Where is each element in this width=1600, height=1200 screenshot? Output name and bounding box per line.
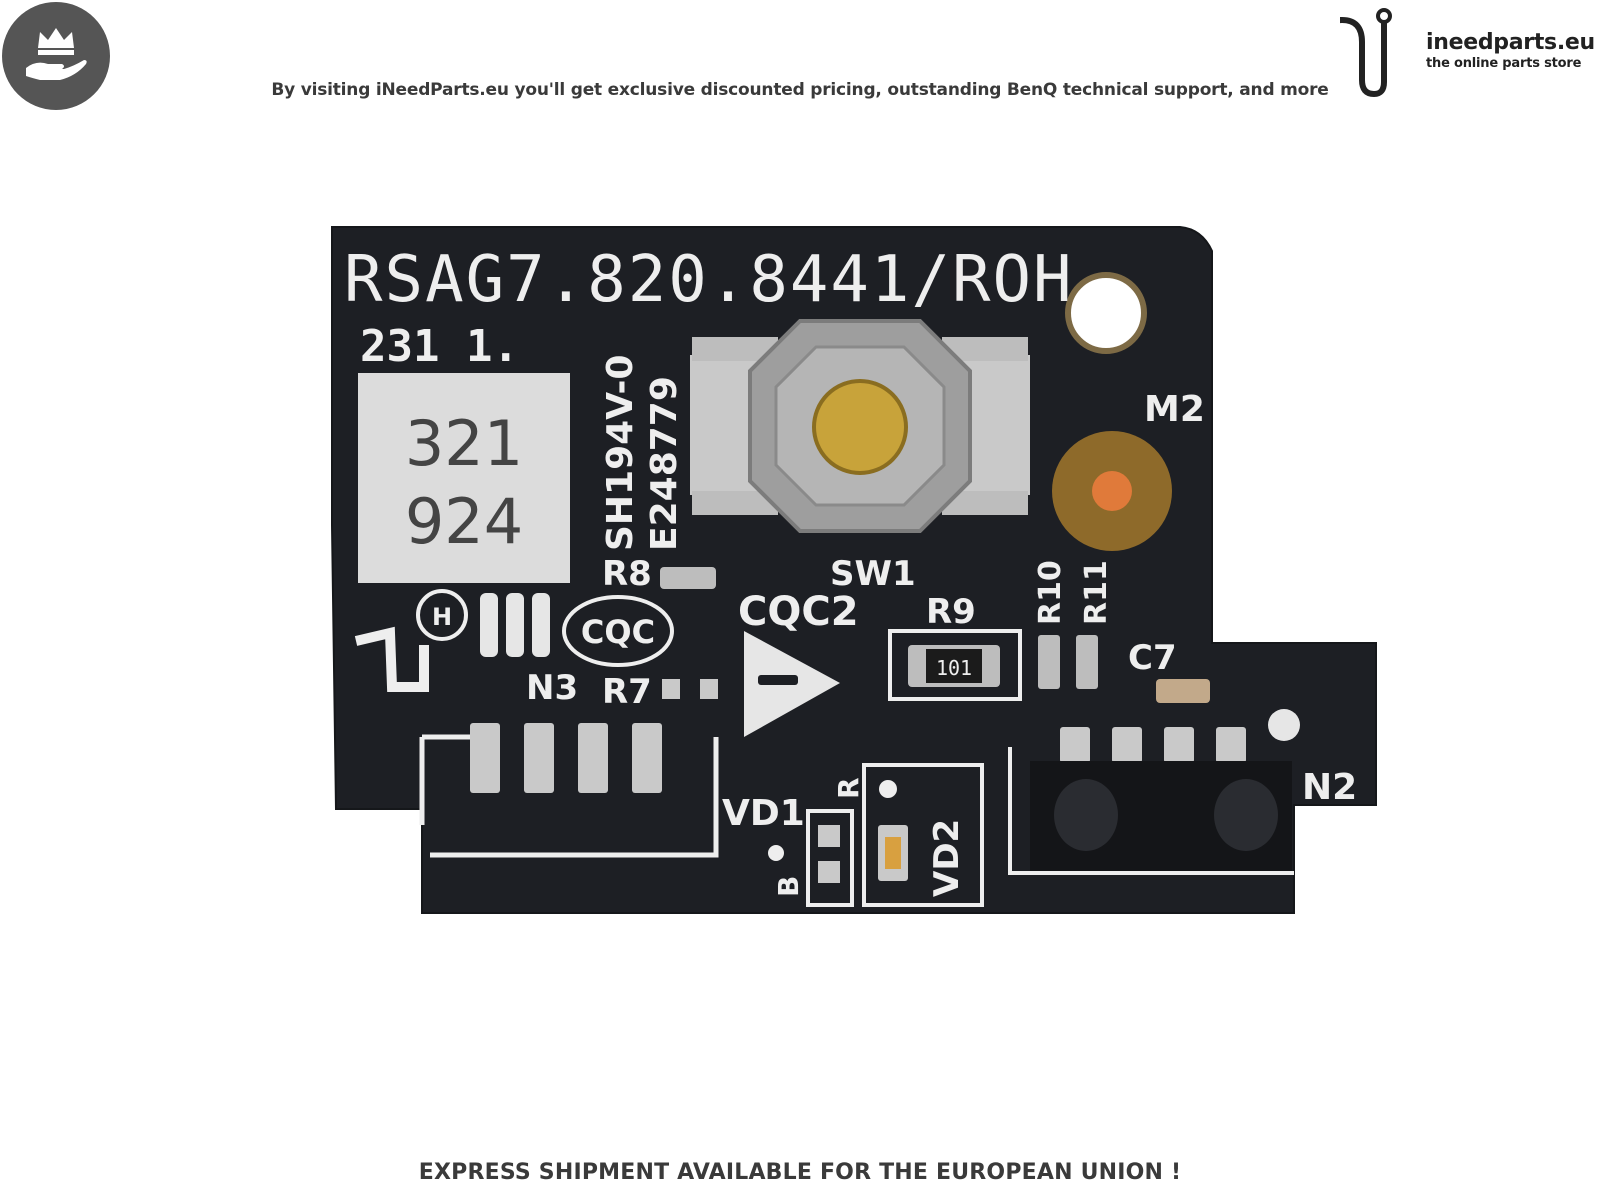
ir-lens-2	[1214, 779, 1278, 851]
footer-shipping-notice: EXPRESS SHIPMENT AVAILABLE FOR THE EUROP…	[418, 1160, 1182, 1185]
label-line1: 321	[405, 407, 523, 480]
resistor-r11	[1076, 635, 1098, 689]
code-top: 231 1.	[360, 321, 519, 372]
pcb-board: RSAG7.820.8441/ROH 231 1. 321 924 SH194V…	[331, 226, 1377, 914]
polarity-dot-2	[879, 780, 897, 798]
button-cap	[812, 379, 908, 475]
label-vd1: VD1	[722, 793, 805, 834]
label-vd2: VD2	[927, 819, 967, 897]
n2-pin-2	[1112, 727, 1142, 763]
n2-outline	[1008, 747, 1294, 875]
circuit-n-icon	[1340, 8, 1392, 98]
label-m2: M2	[1144, 389, 1205, 430]
vd1-outline	[806, 809, 854, 907]
label-n2: N2	[1302, 767, 1357, 808]
n3-pad-1	[470, 723, 500, 793]
cqc-logo	[562, 595, 674, 667]
n2-marker	[1268, 709, 1300, 741]
n2-pin-1	[1060, 727, 1090, 763]
m2-center	[1092, 471, 1132, 511]
label-r11: R11	[1079, 560, 1114, 625]
n3-pad-4	[632, 723, 662, 793]
n2-pin-3	[1164, 727, 1194, 763]
r9-outline	[888, 629, 1022, 701]
label-r9: R9	[926, 592, 976, 632]
n2-pin-4	[1216, 727, 1246, 763]
vertical-code-2: E248779	[644, 376, 685, 551]
vd1-pad-1	[818, 825, 840, 847]
resistor-marking: 101	[936, 656, 972, 680]
capacitor-c7	[1156, 679, 1210, 703]
mounting-hole	[1065, 272, 1147, 354]
vd1-pad-2	[818, 861, 840, 883]
resistor-r10	[1038, 635, 1060, 689]
recycle-mark	[480, 593, 498, 657]
label-c7: C7	[1128, 638, 1177, 678]
label-r: R	[832, 777, 865, 799]
crown-hand-icon	[26, 28, 87, 80]
header-tagline: By visiting iNeedParts.eu you'll get exc…	[271, 80, 1329, 100]
ineedparts-logo[interactable]: ineedparts.eu the online parts store	[1340, 2, 1598, 106]
logo-name: ineedparts.eu	[1426, 30, 1595, 55]
ul-mark	[354, 626, 429, 692]
label-cqc: CQC	[581, 613, 655, 651]
label-sw1: SW1	[830, 554, 916, 594]
crown-badge	[2, 2, 110, 110]
label-r10: R10	[1033, 560, 1068, 625]
label-sticker	[358, 373, 570, 583]
resistor-r8	[660, 567, 716, 589]
tact-switch-sw1	[690, 319, 1030, 533]
cert-glyph: H	[432, 603, 452, 631]
n3-pad-3	[578, 723, 608, 793]
logo-subtitle: the online parts store	[1426, 56, 1582, 71]
label-n3: N3	[526, 668, 578, 708]
n3-pad-2	[524, 723, 554, 793]
ir-lens-1	[1054, 779, 1118, 851]
label-r7: R7	[602, 672, 652, 712]
vertical-code-1: SH194V-0	[600, 355, 641, 551]
polarity-dot-1	[768, 845, 784, 861]
label-b: B	[772, 876, 805, 897]
label-cqc2: CQC2	[738, 589, 859, 635]
cert-mark	[416, 589, 468, 641]
label-r8: R8	[602, 554, 652, 594]
vd2-outline	[862, 763, 984, 907]
part-number: RSAG7.820.8441/ROH	[344, 243, 1074, 317]
resistor-r7	[662, 679, 680, 699]
label-line2: 924	[405, 485, 523, 558]
